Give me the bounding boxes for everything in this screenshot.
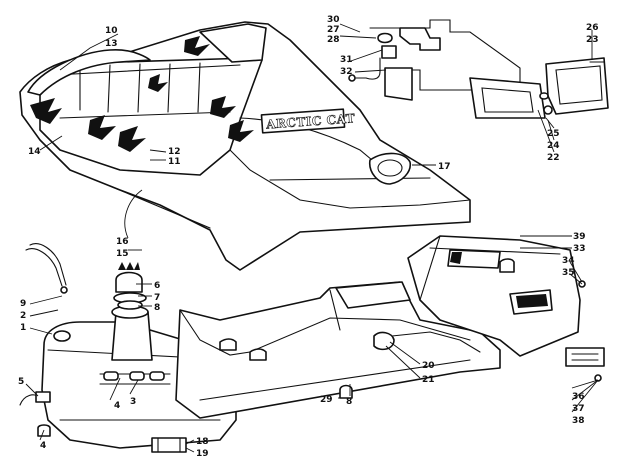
callout-35: 35 [562,268,575,278]
callout-4b: 4 [40,441,46,451]
callout-9: 9 [20,299,26,309]
callout-8b: 8 [346,397,352,407]
callout-4a: 4 [114,401,120,411]
callout-25: 25 [547,129,560,139]
callout-22: 22 [547,153,560,163]
callout-6: 6 [154,281,160,291]
callout-3: 3 [130,397,136,407]
callout-11: 11 [168,157,181,167]
callout-33: 33 [573,244,586,254]
callout-1: 1 [20,323,26,333]
callout-2: 2 [20,311,26,321]
callout-13: 13 [105,39,118,49]
callout-24: 24 [547,141,560,151]
console [407,235,605,382]
callout-31: 31 [340,55,353,65]
callout-30: 30 [327,15,340,25]
chassis-base [151,281,501,453]
callout-15: 15 [116,249,129,259]
callout-20: 20 [422,361,435,371]
callout-14: 14 [28,147,41,157]
callout-28: 28 [327,35,340,45]
callout-27: 27 [327,25,340,35]
callout-21: 21 [422,375,435,385]
callout-39: 39 [573,232,586,242]
hood: ARCTIC CAT [19,21,471,271]
taillight-assembly [348,19,609,119]
callout-12: 12 [168,147,181,157]
callout-38: 38 [572,416,585,426]
callout-10: 10 [105,26,118,36]
callout-23: 23 [586,35,599,45]
callout-8a: 8 [154,303,160,313]
callout-26: 26 [586,23,599,33]
brand-label: ARCTIC CAT [265,111,356,131]
callout-34: 34 [562,256,575,266]
callout-18: 18 [196,437,209,447]
callout-16: 16 [116,237,129,247]
callout-labels: 10 13 12 11 14 16 15 17 30 27 28 31 32 2… [18,15,599,459]
callout-29: 29 [320,395,333,405]
callout-7: 7 [154,293,160,303]
callout-17: 17 [438,162,451,172]
callout-5: 5 [18,377,24,387]
callout-32: 32 [340,67,353,77]
callout-37: 37 [572,404,585,414]
callout-19: 19 [196,449,209,459]
leader-lines [25,23,599,453]
callout-36: 36 [572,392,585,402]
